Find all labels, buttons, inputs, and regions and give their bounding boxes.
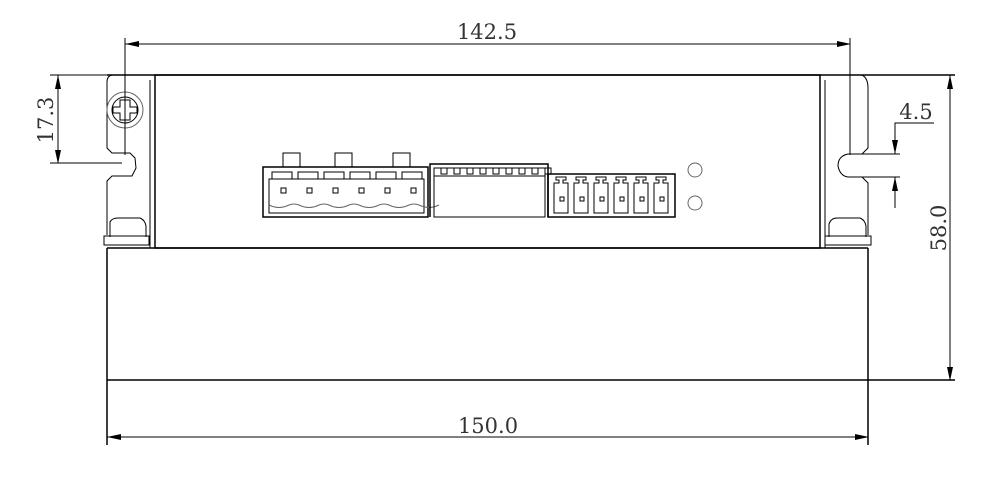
pin-icon bbox=[453, 167, 461, 175]
pin-slot bbox=[375, 171, 397, 180]
pin-housing bbox=[593, 176, 609, 214]
pin-slot bbox=[271, 171, 293, 180]
pin-slot bbox=[349, 171, 371, 180]
pin-housing bbox=[633, 176, 649, 214]
pin-icon bbox=[479, 167, 487, 175]
pin-housing bbox=[553, 176, 569, 214]
pin-icon bbox=[559, 196, 565, 202]
dimension-mount-spacing: 142.5 bbox=[124, 20, 851, 155]
pin-icon bbox=[659, 196, 665, 202]
power-connector bbox=[262, 152, 440, 218]
dimension-label: 4.5 bbox=[899, 100, 932, 124]
led-icon bbox=[687, 195, 703, 211]
pin-icon bbox=[332, 187, 339, 194]
pin-housing bbox=[653, 176, 669, 214]
pin-icon bbox=[280, 187, 287, 194]
pin-icon bbox=[440, 167, 448, 175]
signal-connector bbox=[429, 163, 552, 218]
pin-housing bbox=[613, 176, 629, 214]
dimension-total-height: 58.0 bbox=[927, 75, 953, 381]
pin-slot bbox=[297, 171, 319, 180]
io-connector bbox=[547, 173, 676, 218]
pin-slot bbox=[401, 171, 423, 180]
pin-housing bbox=[573, 176, 589, 214]
pin-slot bbox=[323, 171, 345, 180]
dimension-label: 150.0 bbox=[458, 414, 518, 438]
led-indicators bbox=[687, 162, 703, 211]
pin-icon bbox=[384, 187, 391, 194]
dimension-slot-width: 4.5 bbox=[850, 100, 934, 208]
led-icon bbox=[687, 162, 703, 178]
pin-icon bbox=[579, 196, 585, 202]
dimension-label: 58.0 bbox=[927, 205, 951, 252]
pin-icon bbox=[639, 196, 645, 202]
pin-icon bbox=[492, 167, 500, 175]
left-mounting-flange bbox=[103, 74, 150, 246]
right-mounting-flange bbox=[824, 74, 872, 246]
dimension-total-width: 150.0 bbox=[107, 414, 869, 440]
pin-icon bbox=[518, 167, 526, 175]
pin-icon bbox=[619, 196, 625, 202]
pin-icon bbox=[466, 167, 474, 175]
dimension-slot-height: 17.3 bbox=[34, 74, 122, 164]
pin-icon bbox=[505, 167, 513, 175]
pin-icon bbox=[410, 187, 417, 194]
pin-icon bbox=[306, 187, 313, 194]
pin-icon bbox=[599, 196, 605, 202]
dimension-label: 17.3 bbox=[34, 97, 58, 144]
dimension-label: 142.5 bbox=[457, 20, 517, 44]
pin-icon bbox=[358, 187, 365, 194]
pin-icon bbox=[531, 167, 539, 175]
driver-body bbox=[106, 74, 955, 445]
terminal-wave bbox=[268, 203, 440, 208]
